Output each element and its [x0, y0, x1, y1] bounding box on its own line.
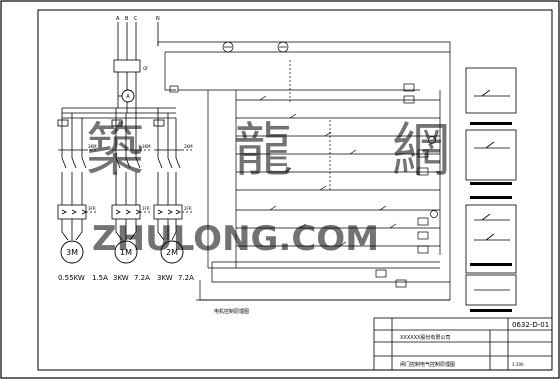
motor-2m-symbol: [160, 240, 184, 264]
motor-3m-symbol: [60, 240, 84, 264]
company-name: XXXXXX股份有限公司: [400, 334, 451, 341]
contactor-label-3km: 3KM: [88, 144, 97, 149]
diagram-caption: 电机控制原理图: [214, 308, 249, 315]
phase-label-b: B: [125, 16, 129, 22]
phase-label-a: A: [116, 16, 120, 22]
watermark-char-2: 龍: [234, 116, 292, 184]
motor-2m-rating: 3KW: [157, 274, 173, 282]
motor-symbols: [60, 240, 184, 264]
ammeter-symbol: [121, 89, 135, 103]
motor-1m-id: 1M: [120, 248, 132, 257]
watermark: 築 龍 網 ZHULONG.COM: [86, 116, 450, 259]
drawing-title: 闸门控制电气控制原理图: [400, 361, 455, 368]
motor-2m-id: 2M: [166, 248, 178, 257]
control-circuit: [157, 41, 451, 301]
control-panels: [465, 67, 517, 306]
motor-1m-current: 7.2A: [134, 274, 150, 282]
title-block-frame: [373, 317, 553, 371]
panel-bars: [470, 122, 512, 312]
motor-3m-id: 3M: [66, 248, 78, 257]
contactor-label-1km: 1KM: [142, 144, 151, 149]
ammeter-label: A: [126, 94, 130, 100]
main-switch-label: QF: [143, 66, 149, 71]
phase-label-c: C: [134, 16, 138, 22]
motor-3m-rating: 0.55KW: [58, 274, 85, 282]
relay-label-2fr: 2FR: [184, 206, 192, 211]
contactor-label-2km: 2KM: [184, 144, 193, 149]
watermark-char-3: 網: [392, 116, 450, 184]
relay-label-3fr: 3FR: [88, 206, 96, 211]
phase-label-n: N: [156, 16, 160, 22]
watermark-char-1: 築: [86, 116, 144, 184]
motor-3m-current: 1.5A: [92, 274, 108, 282]
relay-label-1fr: 1FR: [142, 206, 150, 211]
drawing-number: 0632-D-01: [512, 321, 549, 329]
motor-1m-rating: 3KW: [113, 274, 129, 282]
watermark-english: ZHULONG.COM: [92, 219, 379, 259]
inner-frame: [37, 9, 553, 371]
motor-1m-symbol: [114, 240, 138, 264]
motor-2m-current: 7.2A: [178, 274, 194, 282]
drawing-scale: 1:100: [512, 362, 524, 367]
